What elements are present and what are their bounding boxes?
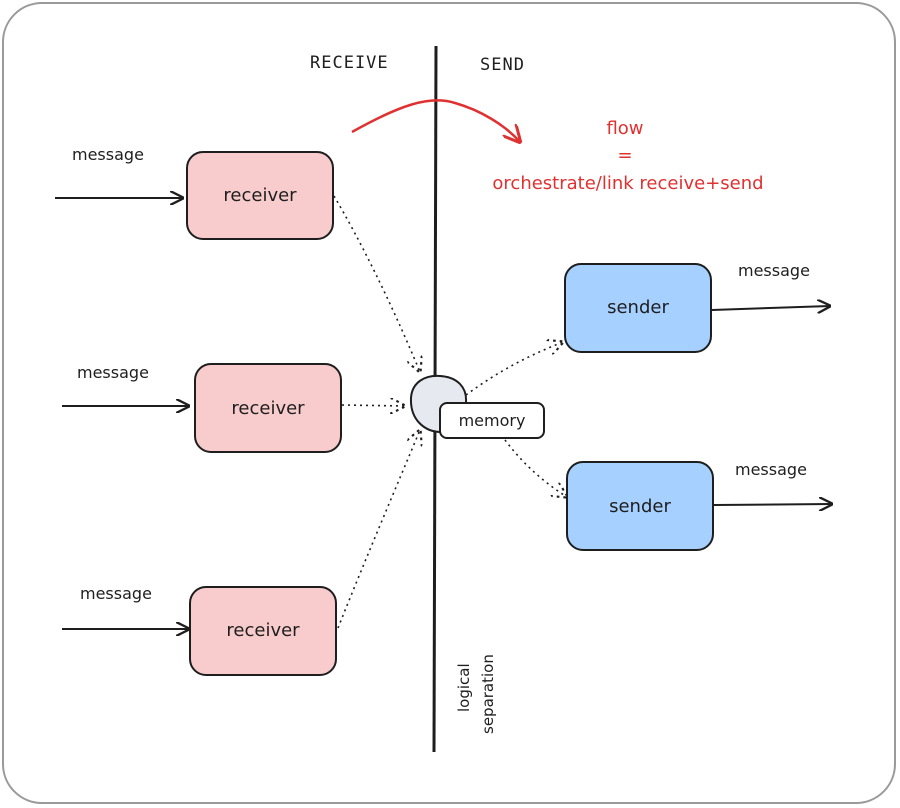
send-header: SEND [480, 55, 525, 75]
memory-node[interactable] [409, 374, 468, 434]
memory-label: memory [459, 411, 526, 430]
sender-1-message-label: message [738, 261, 810, 280]
separation-line-2: separation [479, 654, 497, 734]
sender-2-message-label: message [735, 460, 807, 479]
separation-line-1: logical [455, 663, 473, 712]
memory-label-box[interactable] [439, 402, 545, 439]
receiver-1-to-memory-link [333, 195, 420, 372]
memory-to-sender-1-link [465, 342, 563, 396]
sender-1-output-arrow [711, 306, 830, 310]
memory-to-sender-2-link [504, 439, 567, 497]
flow-title: flow [606, 118, 643, 139]
sender-2-output-arrow [713, 504, 832, 505]
logical-separation-label: logical separation [455, 654, 497, 734]
receiver-2-box[interactable] [194, 363, 342, 453]
receiver-3-to-memory-link [337, 430, 420, 629]
receiver-3-box[interactable] [189, 586, 337, 676]
receiver-2-label: receiver [231, 398, 305, 419]
sender-1-label: sender [607, 297, 669, 318]
flow-description: orchestrate/link receive+send [492, 173, 763, 194]
receiver-1-box[interactable] [186, 151, 334, 240]
sender-2-label: sender [609, 496, 671, 517]
receiver-1-message-label: message [72, 145, 144, 164]
receiver-2-message-label: message [77, 363, 149, 382]
receiver-3-label: receiver [226, 620, 300, 641]
receiver-1-label: receiver [223, 185, 297, 206]
sender-1-box[interactable] [564, 263, 712, 353]
receive-header: RECEIVE [310, 53, 389, 73]
sender-2-box[interactable] [566, 461, 714, 551]
flow-equals: = [617, 145, 632, 166]
flow-arrow [351, 99, 520, 142]
receiver-2-to-memory-link [341, 405, 405, 406]
receiver-3-message-label: message [80, 584, 152, 603]
